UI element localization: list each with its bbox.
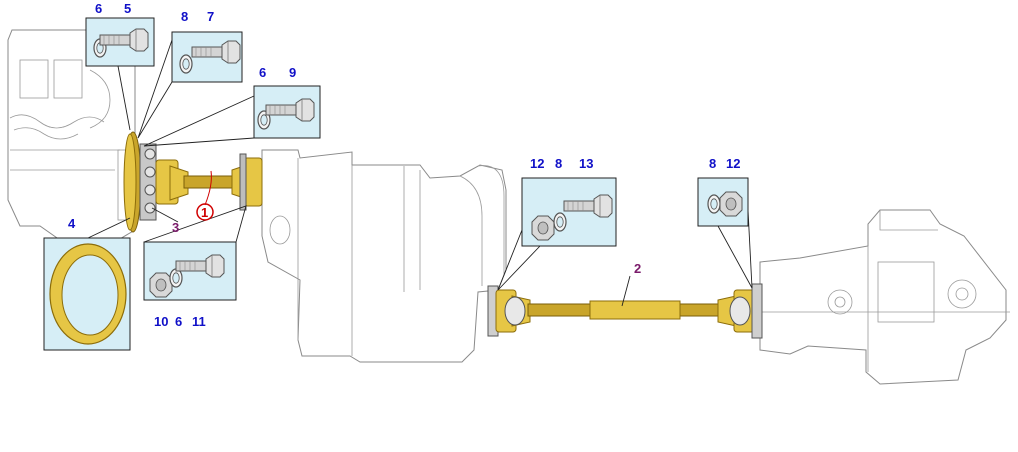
flywheel-flange-ring xyxy=(123,131,157,233)
label-9: 9 xyxy=(289,65,296,80)
part-labels: 6 5 8 7 6 9 4 3 1 10 6 11 12 8 13 2 8 12 xyxy=(68,1,740,329)
part-leaders xyxy=(151,170,631,307)
label-7: 7 xyxy=(207,9,214,24)
callout-bolt-nut-10-6-11 xyxy=(143,205,247,301)
label-6b: 6 xyxy=(259,65,266,80)
label-1-ring xyxy=(196,203,214,221)
callout-bolt-nut-12-8-13 xyxy=(497,177,617,291)
label-3: 3 xyxy=(172,220,179,235)
label-6a: 6 xyxy=(95,1,102,16)
label-5: 5 xyxy=(124,1,131,16)
callout-nut-washer-8-12 xyxy=(697,177,753,289)
callout-bolt-washer-5-6 xyxy=(85,17,155,131)
callout-flange-ring-4 xyxy=(43,217,131,351)
label-12a: 12 xyxy=(530,156,544,171)
label-1: 1 xyxy=(201,205,208,220)
short-driveshaft xyxy=(155,153,263,211)
long-driveshaft xyxy=(487,283,763,339)
label-10: 10 xyxy=(154,314,168,329)
label-8b: 8 xyxy=(555,156,562,171)
callout-bolt-washer-9-6 xyxy=(143,85,321,147)
callout-bolt-washer-7-8 xyxy=(137,31,243,139)
label-11: 11 xyxy=(192,314,206,329)
label-2: 2 xyxy=(634,261,641,276)
label-6c: 6 xyxy=(175,314,182,329)
label-4: 4 xyxy=(68,216,76,231)
transfer-case xyxy=(261,149,507,363)
label-13: 13 xyxy=(579,156,593,171)
label-8a: 8 xyxy=(181,9,188,24)
label-8c: 8 xyxy=(709,156,716,171)
label-12b: 12 xyxy=(726,156,740,171)
rear-axle-housing xyxy=(740,209,1010,385)
